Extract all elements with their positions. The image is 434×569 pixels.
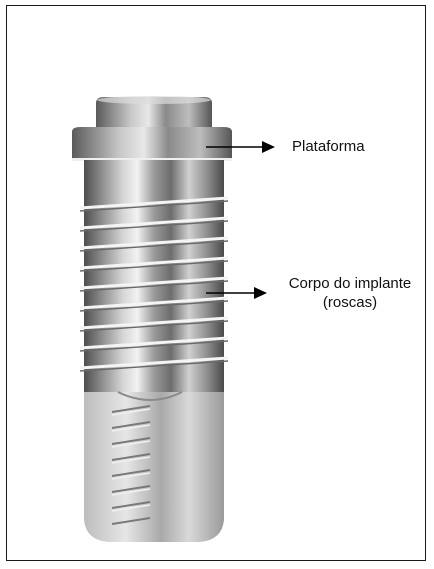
- implant-platform: [72, 127, 232, 160]
- implant-body-label-line2: (roscas): [270, 293, 430, 312]
- platform-label: Plataforma: [292, 137, 365, 156]
- implant-apex: [84, 392, 224, 542]
- implant-body-label-line1: Corpo do implante: [270, 274, 430, 293]
- implant-neck: [84, 160, 224, 196]
- implant-illustration: [72, 96, 232, 542]
- implant-cap-top: [97, 96, 211, 104]
- implant-body-label: Corpo do implante (roscas): [270, 274, 430, 312]
